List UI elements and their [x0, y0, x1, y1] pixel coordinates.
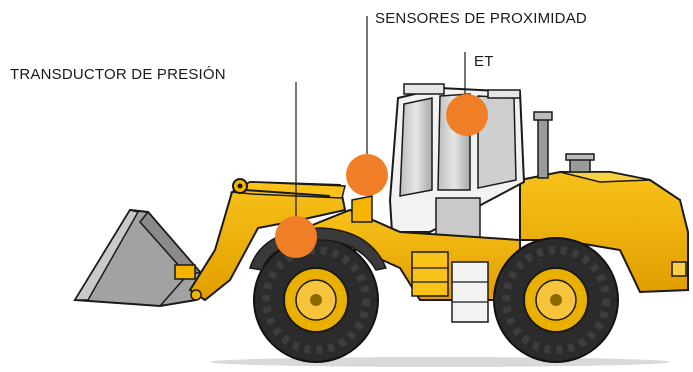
- proximity-sensor-marker: [346, 154, 388, 196]
- engine-hood: [519, 111, 689, 294]
- et-marker: [446, 94, 488, 136]
- pressure-transducer-label: TRANSDUCTOR DE PRESIÓN: [10, 66, 226, 83]
- ground-shadow: [210, 357, 670, 367]
- bucket: [73, 208, 202, 308]
- lift-arm: [174, 178, 347, 302]
- rear-wheel: [493, 237, 619, 363]
- front-chassis: [298, 195, 521, 323]
- front-wheel: [253, 237, 379, 363]
- pressure-transducer-marker: [275, 216, 317, 258]
- proximity-sensors-label: SENSORES DE PROXIMIDAD: [375, 10, 587, 27]
- et-label: ET: [474, 53, 494, 70]
